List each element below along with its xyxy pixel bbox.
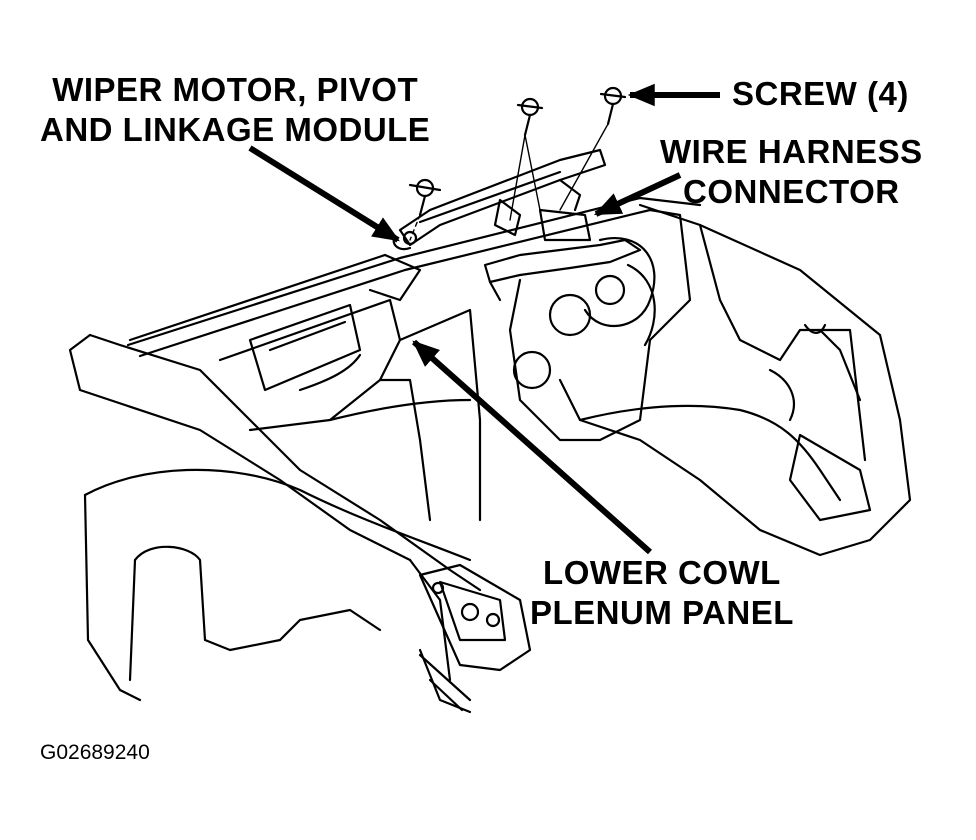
right-inner-fender [558, 203, 912, 557]
screws [402, 86, 627, 246]
left-front-fender [68, 333, 482, 714]
wire-harness-callout-line2: CONNECTOR [683, 173, 900, 210]
wiper-module-body [392, 148, 642, 302]
wire-harness-arrow [593, 172, 682, 217]
wire-harness-callout-line1: WIRE HARNESS [660, 133, 923, 170]
screw-1-icon [408, 178, 442, 217]
wiper-module-callout-line1: WIPER MOTOR, PIVOT [52, 71, 419, 108]
left-cowl-structure [218, 298, 482, 522]
lower-cowl-callout: LOWER COWL PLENUM PANEL [530, 553, 794, 633]
screw-callout: SCREW (4) [732, 74, 909, 114]
screw-3-icon [599, 86, 627, 126]
wiper-module-arrow [248, 145, 400, 243]
wiper-module-callout: WIPER MOTOR, PIVOT AND LINKAGE MODULE [40, 70, 430, 150]
cowl-top-outline [126, 196, 702, 358]
wiper-module-callout-line2: AND LINKAGE MODULE [40, 111, 431, 148]
firewall-panel [508, 208, 692, 442]
lower-cowl-callout-line2: PLENUM PANEL [530, 594, 794, 631]
screw-4-icon [402, 230, 418, 246]
leader-arrows [248, 83, 720, 555]
screw-2-icon [516, 97, 544, 137]
screw-callout-text: SCREW (4) [732, 75, 909, 112]
lower-cowl-arrow [412, 339, 652, 555]
lower-cowl-callout-line1: LOWER COWL [543, 554, 781, 591]
vehicle-body-linework [68, 86, 912, 714]
fender-hinge-bracket [418, 563, 532, 712]
wire-harness-callout: WIRE HARNESS CONNECTOR [660, 132, 923, 212]
figure-id: G02689240 [40, 741, 150, 764]
